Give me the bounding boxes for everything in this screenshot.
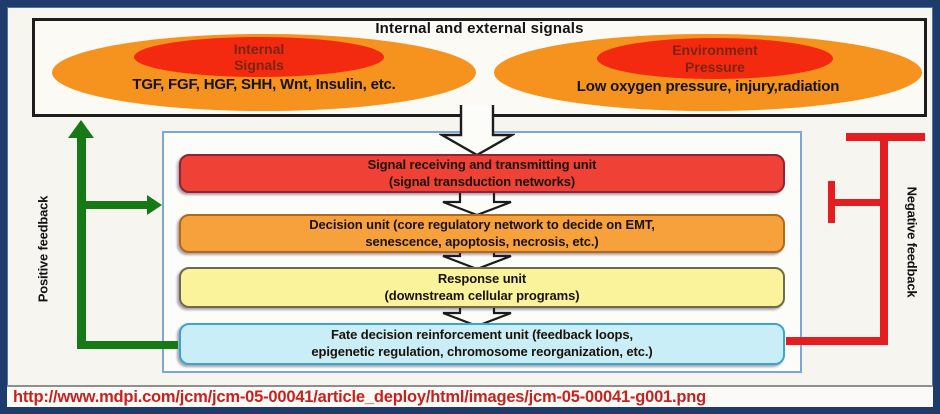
fate-reinforcement-unit-line1: Fate decision reinforcement unit (feedba… <box>330 327 634 343</box>
down-arrow-icon <box>439 105 515 157</box>
response-unit-line1: Response unit <box>437 270 527 286</box>
environment-pressure-inner-ellipse: Environment Pressure <box>597 38 833 79</box>
negative-feedback-bottom-line <box>786 337 888 345</box>
decision-unit-box: Decision unit (core regulatory network t… <box>179 214 785 253</box>
fate-reinforcement-unit-line2: epigenetic regulation, chromosome reorga… <box>311 344 653 359</box>
decision-unit-line2: senescence, apoptosis, necrosis, etc.) <box>365 233 599 249</box>
positive-feedback-label: Positive feedback <box>35 195 51 303</box>
internal-signals-list: TGF, FGF, HGF, SHH, Wnt, Insulin, etc. <box>132 76 396 93</box>
signal-receiving-unit-box: Signal receiving and transmitting unit (… <box>179 154 785 193</box>
response-unit-line2: (downstream cellular programs) <box>384 287 580 303</box>
panel-title: Internal and external signals <box>375 20 584 37</box>
up-arrowhead-icon <box>68 120 94 138</box>
signal-receiving-unit-line1: Signal receiving and transmitting unit <box>367 156 597 172</box>
down-arrow-icon <box>442 191 512 216</box>
environment-pressure-list: Low oxygen pressure, injury,radiation <box>576 78 840 95</box>
environment-pressure-title-line2: Pressure <box>685 58 745 75</box>
inhibition-bar-icon <box>828 181 835 223</box>
internal-signals-inner-ellipse: Internal Signals <box>134 37 384 77</box>
negative-feedback-label: Negative feedback <box>904 186 920 298</box>
response-unit-box: Response unit (downstream cellular progr… <box>179 267 785 308</box>
internal-signals-title-line1: Internal <box>233 40 285 57</box>
source-url-text: http://www.mdpi.com/jcm/jcm-05-00041/art… <box>13 387 707 406</box>
positive-feedback-branch-line <box>81 201 147 209</box>
source-url-bar: http://www.mdpi.com/jcm/jcm-05-00041/art… <box>7 385 933 407</box>
environment-pressure-title-line1: Environment <box>672 42 758 59</box>
right-arrowhead-icon <box>147 195 162 215</box>
figure-canvas: Internal and external signals Internal S… <box>7 7 933 407</box>
positive-feedback-vertical-line <box>77 136 86 349</box>
fate-reinforcement-unit-box: Fate decision reinforcement unit (feedba… <box>179 323 785 365</box>
negative-feedback-branch-line <box>835 199 882 206</box>
negative-feedback-vertical-line <box>880 133 888 345</box>
signal-receiving-unit-line2: (signal transduction networks) <box>388 173 576 189</box>
positive-feedback-bottom-line <box>77 341 178 349</box>
internal-signals-title-line2: Signals <box>234 57 284 73</box>
decision-unit-line1: Decision unit (core regulatory network t… <box>309 216 655 232</box>
